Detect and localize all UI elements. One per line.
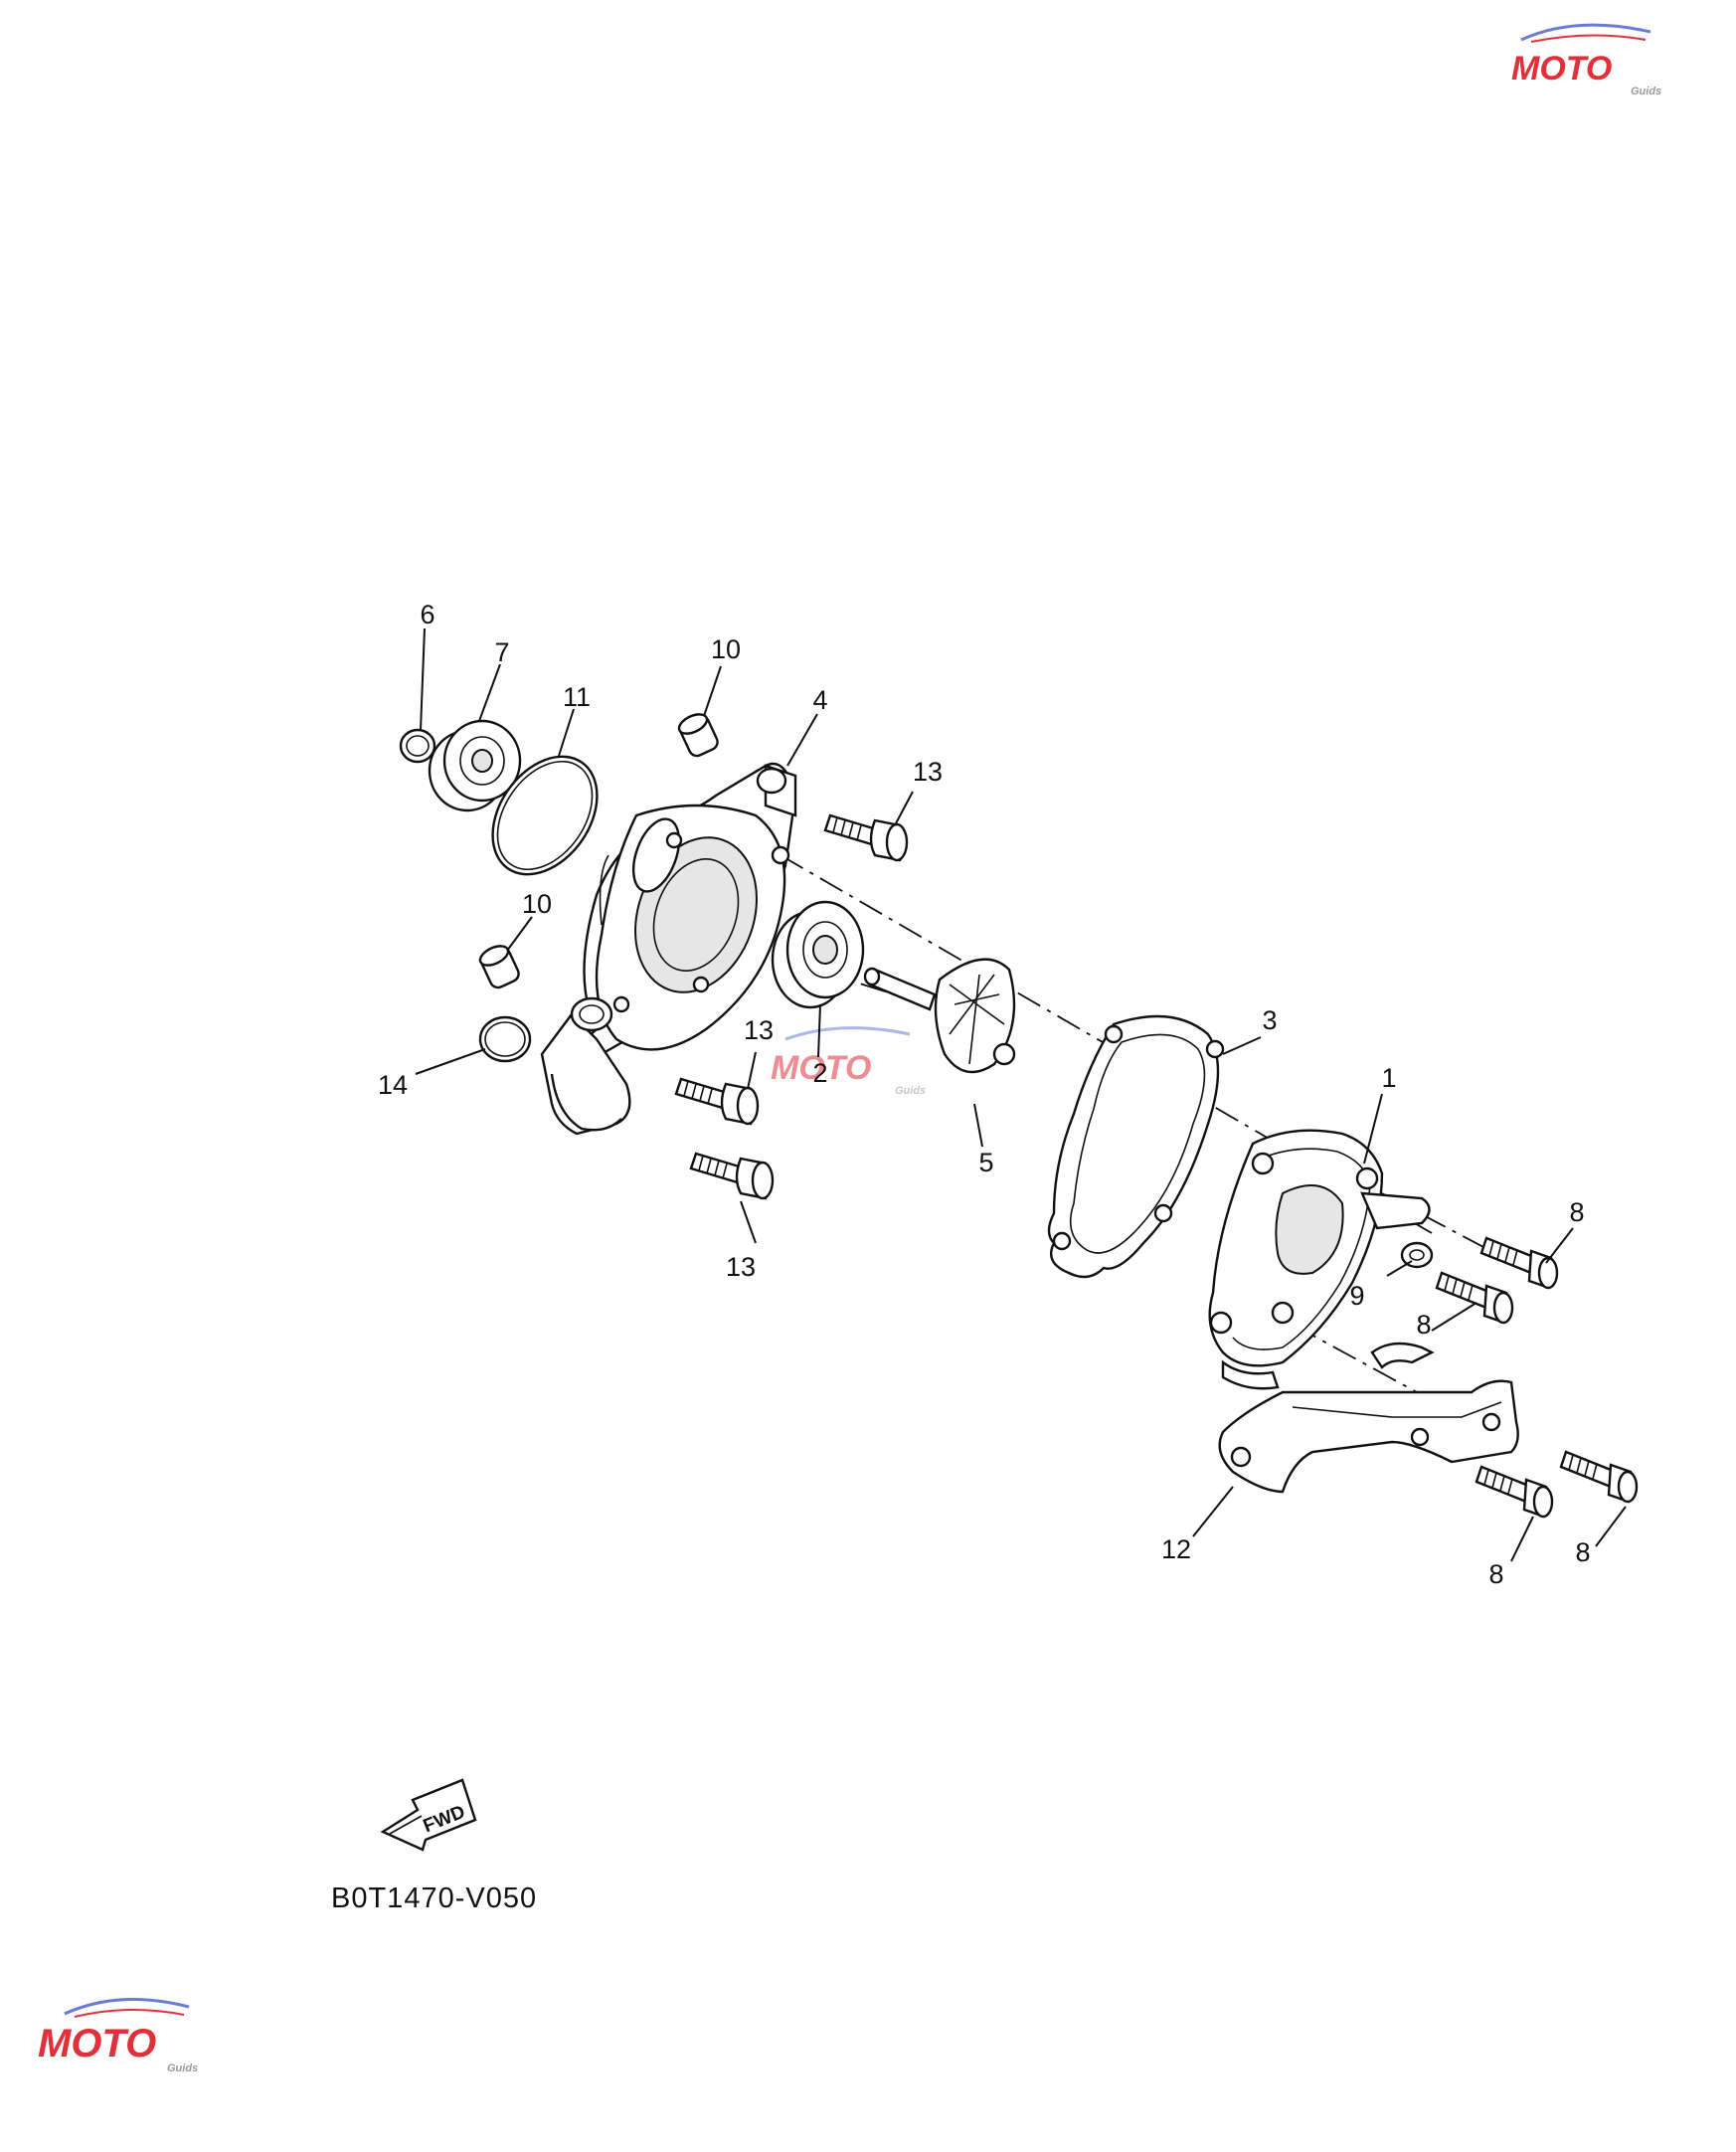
watermark-brand: MOTO — [1511, 50, 1612, 88]
callout-10-upper: 10 — [711, 634, 741, 664]
callout-1: 1 — [1381, 1063, 1396, 1093]
callout-6: 6 — [420, 600, 434, 629]
callout-labels: 6 7 11 10 4 13 10 14 13 2 13 5 3 1 8 9 8… — [378, 600, 1591, 1589]
callout-8-upper: 8 — [1569, 1197, 1584, 1227]
bolt-lower — [689, 1152, 775, 1200]
callout-7: 7 — [494, 637, 509, 667]
bolt-upper — [823, 813, 909, 862]
watermark-subtitle: Guids — [895, 1085, 926, 1097]
leader-lines — [415, 628, 1627, 1562]
bolt-8-lower-right — [1559, 1450, 1639, 1504]
bolt-8-middle — [1435, 1271, 1514, 1325]
callout-12: 12 — [1161, 1534, 1191, 1564]
pump-cover-part — [1208, 1129, 1431, 1390]
callout-8-lower-left: 8 — [1488, 1559, 1503, 1589]
bolt-middle — [674, 1077, 760, 1126]
callout-14: 14 — [378, 1070, 408, 1100]
callout-9: 9 — [1349, 1281, 1364, 1311]
diagram-code: B0T1470-V050 — [331, 1883, 537, 1914]
bolt-8-lower-left — [1475, 1465, 1554, 1519]
bolt-8-upper — [1479, 1236, 1559, 1290]
callout-10-lower: 10 — [522, 889, 552, 919]
watermark-brand: MOTO — [38, 2022, 156, 2065]
pump-housing-part — [540, 762, 797, 1136]
callout-5: 5 — [978, 1148, 993, 1177]
callout-13-middle: 13 — [744, 1015, 774, 1045]
o-ring-small-part — [478, 1015, 532, 1063]
circlip-part — [399, 728, 436, 764]
watermark-subtitle: Guids — [167, 2062, 198, 2074]
bracket-part — [1218, 1342, 1519, 1494]
callout-2: 2 — [812, 1058, 827, 1088]
dowel-pin-upper — [677, 713, 719, 758]
callout-4: 4 — [812, 685, 827, 715]
callout-13-lower: 13 — [726, 1252, 756, 1282]
callout-3: 3 — [1262, 1005, 1277, 1035]
impeller-shaft-part — [863, 958, 1016, 1074]
callout-13-upper: 13 — [913, 757, 943, 787]
o-ring-large-part — [491, 755, 599, 876]
watermark-subtitle: Guids — [1631, 86, 1661, 97]
bearing-part — [428, 719, 522, 812]
callout-11: 11 — [563, 682, 591, 712]
watermark-logo-top: MOTO Guids — [1511, 23, 1661, 97]
watermark-logo-bottom: MOTO Guids — [38, 1997, 198, 2074]
dowel-pin-lower — [478, 945, 520, 989]
gasket-part — [1047, 1014, 1225, 1279]
callout-8-middle: 8 — [1416, 1310, 1431, 1340]
watermark-logo-center: MOTO Guids — [771, 1026, 926, 1097]
watermark-brand: MOTO — [771, 1049, 871, 1087]
washer-part — [1400, 1241, 1434, 1269]
callout-8-lower-right: 8 — [1575, 1537, 1590, 1567]
oil-seal-part — [771, 900, 865, 1009]
forward-direction-arrow: FWD — [380, 1778, 477, 1852]
